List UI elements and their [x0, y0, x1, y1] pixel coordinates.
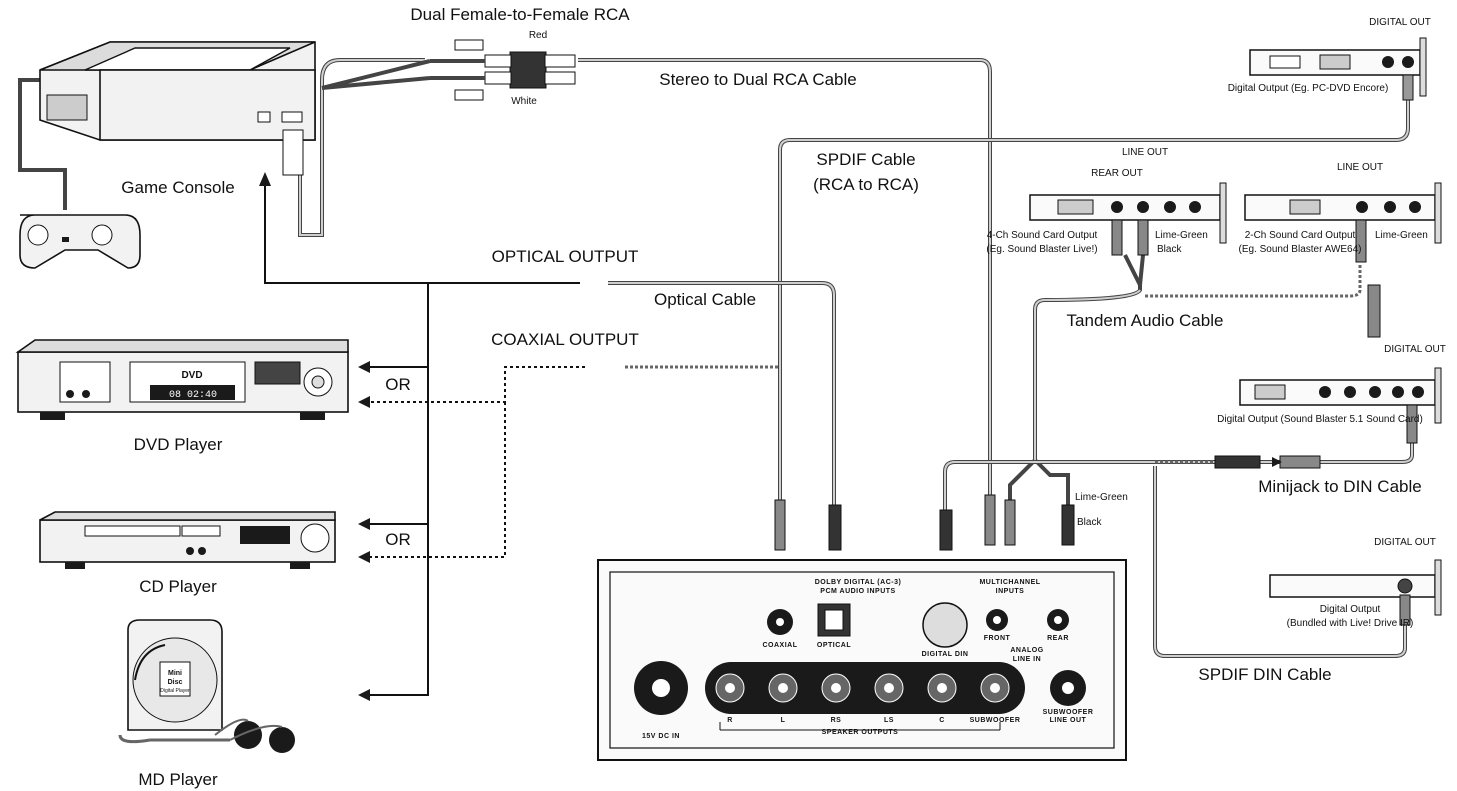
dvd-logo: DVD	[181, 370, 202, 381]
speaker-jack-label: RS	[831, 717, 842, 724]
analog-label-1: ANALOG	[1010, 647, 1043, 654]
dvd-player	[15, 339, 349, 420]
tandem-cable-label: Tandem Audio Cable	[1067, 311, 1224, 330]
spdif-label-2: (RCA to RCA)	[813, 175, 919, 194]
rear-label: REAR	[1047, 635, 1069, 642]
optical-cable-label: Optical Cable	[654, 290, 756, 309]
spdif-din-label: SPDIF DIN Cable	[1198, 665, 1331, 684]
four-ch-card	[1029, 182, 1227, 256]
game-console-label: Game Console	[121, 178, 234, 197]
analog-label-2: LINE IN	[1013, 656, 1041, 663]
speaker-jacks: R L RS LS C SUBWOOFER	[715, 673, 1021, 724]
optical-output-label: OPTICAL OUTPUT	[492, 247, 639, 266]
live-drive-card	[1269, 559, 1442, 626]
spdif-rca-cable	[778, 98, 1410, 500]
coaxial-output-label: COAXIAL OUTPUT	[491, 330, 639, 349]
digital-out-label-1: DIGITAL OUT	[1369, 17, 1431, 28]
line-out-label-1: LINE OUT	[1122, 147, 1168, 158]
md-logo-1: Mini	[168, 670, 182, 677]
speaker-jack-label: LS	[884, 717, 894, 724]
md-logo-3: Digital Player	[160, 688, 190, 694]
lime-green-label-3: Lime-Green	[1075, 492, 1128, 503]
red-label: Red	[529, 30, 547, 41]
four-ch-label-2: (Eg. Sound Blaster Live!)	[986, 244, 1097, 255]
dual-rca-adapter	[321, 39, 576, 101]
speaker-outputs-label: SPEAKER OUTPUTS	[822, 729, 899, 736]
controller-cable	[18, 78, 67, 210]
lime-green-label-1: Lime-Green	[1155, 230, 1208, 241]
md-logo-2: Disc	[168, 679, 183, 686]
cd-player-label: CD Player	[139, 577, 217, 596]
bundled-label-2: (Bundled with Live! Drive IR)	[1287, 618, 1414, 629]
four-ch-label-1: 4-Ch Sound Card Output	[987, 230, 1098, 241]
or-label-1: OR	[385, 375, 411, 394]
device-arrows	[259, 172, 585, 701]
bundled-label-1: Digital Output	[1320, 604, 1381, 615]
dc-in-label: 15V DC IN	[642, 733, 680, 740]
dolby-label-1: DOLBY DIGITAL (AC-3)	[815, 579, 902, 586]
speaker-jack-center	[831, 683, 841, 693]
decoder-back-panel	[597, 494, 1127, 761]
speaker-jack-center	[725, 683, 735, 693]
dvd-display: 08 02:40	[169, 390, 217, 401]
tandem-audio-cable	[1008, 254, 1145, 505]
speaker-jack-center	[937, 683, 947, 693]
coaxial-jack-label: COAXIAL	[763, 642, 798, 649]
front-label: FRONT	[984, 635, 1011, 642]
optical-jack-label: OPTICAL	[817, 642, 851, 649]
speaker-jack-label: C	[939, 717, 945, 724]
speaker-jack-center	[990, 683, 1000, 693]
speaker-jack-label: SUBWOOFER	[970, 717, 1021, 724]
dvd-player-label: DVD Player	[134, 435, 223, 454]
cd-player	[39, 511, 336, 569]
speaker-jack-label: R	[727, 717, 733, 724]
pcdvd-label: Digital Output (Eg. PC-DVD Encore)	[1228, 83, 1389, 94]
white-label: White	[511, 96, 537, 107]
sub-line-out-label-2: LINE OUT	[1050, 717, 1087, 724]
loose-minijack-plug	[1367, 284, 1381, 338]
minijack-din-label: Minijack to DIN Cable	[1258, 477, 1421, 496]
speaker-jack-center	[778, 683, 788, 693]
stereo-rca-label: Stereo to Dual RCA Cable	[659, 70, 857, 89]
multichannel-label-1: MULTICHANNEL	[979, 579, 1040, 586]
lime-green-label-2: Lime-Green	[1375, 230, 1428, 241]
speaker-jack-label: L	[781, 717, 786, 724]
two-ch-label-1: 2-Ch Sound Card Output	[1245, 230, 1356, 241]
two-ch-label-2: (Eg. Sound Blaster AWE64)	[1238, 244, 1361, 255]
dual-rca-label: Dual Female-to-Female RCA	[410, 5, 630, 24]
digital-out-label-3: DIGITAL OUT	[1374, 537, 1436, 548]
sb51-label: Digital Output (Sound Blaster 5.1 Sound …	[1217, 414, 1423, 425]
two-ch-card	[1244, 182, 1442, 263]
line-out-label-2: LINE OUT	[1337, 162, 1383, 173]
sb51-card	[1239, 367, 1442, 444]
sub-line-out-label-1: SUBWOOFER	[1043, 709, 1094, 716]
md-player	[118, 619, 295, 753]
minijack-din-plugs	[1214, 455, 1321, 469]
or-label-2: OR	[385, 530, 411, 549]
game-controller	[19, 214, 141, 269]
black-label-1: Black	[1157, 244, 1182, 255]
speaker-jack-center	[884, 683, 894, 693]
spdif-din-cable	[943, 440, 1414, 658]
spdif-label-1: SPDIF Cable	[816, 150, 915, 169]
stereo-rca-cable	[298, 58, 992, 500]
pcdvd-card	[1249, 37, 1427, 101]
dolby-label-2: PCM AUDIO INPUTS	[820, 588, 895, 595]
game-console	[39, 41, 316, 176]
rear-out-label: REAR OUT	[1091, 168, 1143, 179]
digital-din-label: DIGITAL DIN	[922, 651, 969, 658]
black-label-2: Black	[1077, 517, 1102, 528]
multichannel-label-2: INPUTS	[996, 588, 1025, 595]
digital-out-label-2: DIGITAL OUT	[1384, 344, 1446, 355]
optical-cable	[608, 281, 836, 505]
md-player-label: MD Player	[138, 770, 218, 789]
two-ch-dashed-cable	[1145, 265, 1362, 298]
